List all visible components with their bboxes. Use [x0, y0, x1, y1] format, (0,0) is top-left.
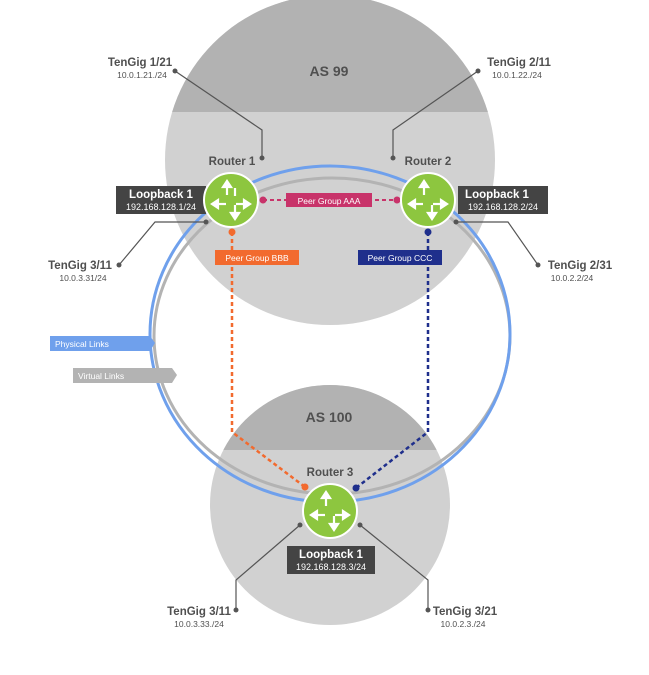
peer-bbb-dot-top	[228, 228, 236, 236]
peer-group-bbb-label: Peer Group BBB	[225, 253, 289, 263]
router-1-loopback-title: Loopback 1	[129, 189, 194, 201]
peer-aaa-dot-left	[259, 196, 267, 204]
as-99-label: AS 99	[310, 63, 349, 79]
peer-aaa-dot-right	[393, 196, 401, 204]
physical-links-label: Physical Links	[55, 339, 109, 349]
router-3-loopback-title: Loopback 1	[299, 549, 364, 561]
interface-3-ip: 10.0.3.31/24	[59, 273, 107, 283]
router-1-loopback-ip: 192.168.128.1/24	[126, 202, 196, 212]
as-100-label: AS 100	[306, 409, 353, 425]
interface-1-name: TenGig 1/21	[108, 57, 173, 69]
peer-group-ccc-label: Peer Group CCC	[368, 253, 433, 263]
interface-3-name: TenGig 3/11	[48, 260, 112, 272]
interface-2-ip: 10.0.1.22./24	[492, 70, 542, 80]
virtual-links-label: Virtual Links	[78, 371, 124, 381]
router-3-icon	[302, 483, 358, 539]
peer-bbb-dot-bottom	[301, 483, 309, 491]
interface-leader-lines	[118, 70, 539, 610]
peer-group-bbb-link	[230, 232, 306, 488]
router-2-loopback-box	[458, 186, 548, 214]
peer-group-bbb-box	[215, 250, 299, 265]
interface-6-name: TenGig 3/21	[433, 606, 498, 618]
peer-ccc-dot-bottom	[352, 484, 360, 492]
router-3-loopback-ip: 192.168.128.3/24	[296, 562, 366, 572]
peer-group-aaa-box	[286, 193, 372, 207]
virtual-links-legend-bar	[73, 368, 177, 383]
router-2-icon	[400, 172, 456, 228]
interface-4-name: TenGig 2/31	[548, 260, 613, 272]
physical-links-legend-bar	[50, 336, 155, 351]
router-1-icon	[203, 172, 259, 228]
interface-4-ip: 10.0.2.2/24	[551, 273, 594, 283]
interface-5-name: TenGig 3/11	[167, 606, 231, 618]
peer-group-ccc-link	[355, 232, 430, 489]
interface-2-name: TenGig 2/11	[487, 57, 551, 69]
router-3-loopback-box	[287, 546, 375, 574]
peer-ccc-dot-top	[424, 228, 432, 236]
interface-endpoints	[116, 68, 541, 613]
router-1-label: Router 1	[209, 156, 256, 168]
interface-5-ip: 10.0.3.33./24	[174, 619, 224, 629]
router-3-label: Router 3	[307, 467, 354, 479]
router-1-loopback-box	[116, 186, 206, 214]
router-2-loopback-title: Loopback 1	[465, 189, 530, 201]
peer-group-ccc-box	[358, 250, 442, 265]
interface-1-ip: 10.0.1.21./24	[117, 70, 167, 80]
router-2-loopback-ip: 192.168.128.2/24	[468, 202, 538, 212]
interface-6-ip: 10.0.2.3./24	[441, 619, 486, 629]
as-99-region	[165, 0, 495, 325]
router-2-label: Router 2	[405, 156, 452, 168]
peer-group-aaa-label: Peer Group AAA	[298, 196, 361, 206]
